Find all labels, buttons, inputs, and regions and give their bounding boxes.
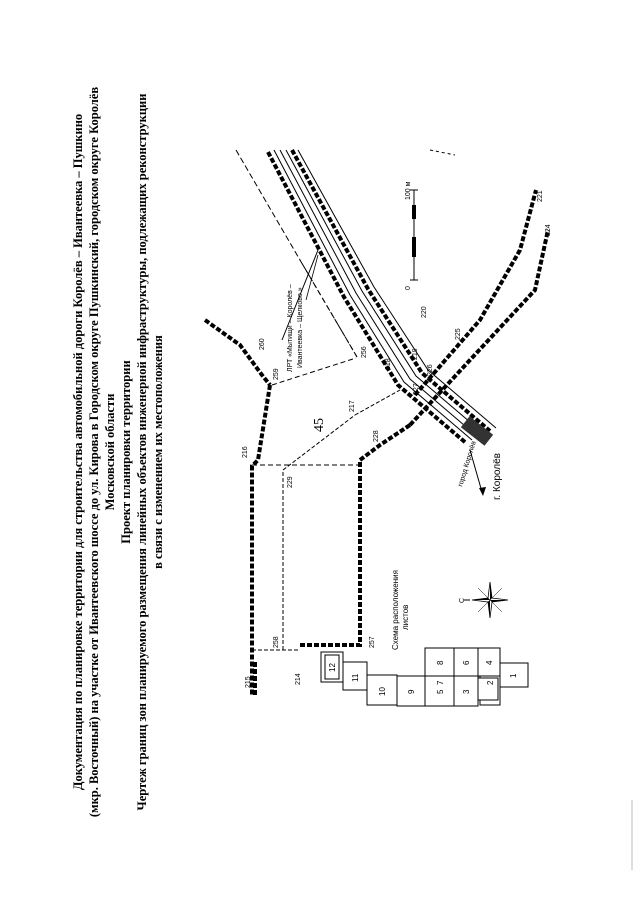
city-label: г. Королёв <box>492 453 503 500</box>
point-221: 221 <box>537 190 544 202</box>
sheet-9: 9 <box>407 689 416 694</box>
point-225: 225 <box>455 328 462 340</box>
point-228: 228 <box>373 430 380 442</box>
point-257: 257 <box>369 636 376 648</box>
point-227: 227 <box>413 383 420 395</box>
sheet-1: 1 <box>509 673 518 678</box>
point-217: 217 <box>349 400 356 412</box>
north-label: С <box>459 598 466 603</box>
sheet-11: 11 <box>351 673 360 682</box>
sheet-layout <box>320 647 529 707</box>
point-215: 215 <box>245 676 252 688</box>
sheet-2: 2 <box>486 680 495 685</box>
sheet-scheme-label-2: листов <box>401 605 410 630</box>
direction-label: город Королёв <box>457 440 478 488</box>
sheet-3: 3 <box>462 689 471 694</box>
point-218: 218 <box>385 358 392 370</box>
point-216: 216 <box>242 446 249 458</box>
scale-end: 100 м <box>405 181 412 200</box>
point-226: 226 <box>427 364 434 376</box>
point-256: 256 <box>361 346 368 358</box>
sheet-scheme-label-1: Схема расположения <box>391 570 400 650</box>
sheet-5: 5 <box>436 689 445 694</box>
point-labels: 214 215 216 217 218 219 220 221 224 225 … <box>242 190 552 688</box>
connector-lines <box>252 249 401 651</box>
point-220: 220 <box>421 306 428 318</box>
scale-zero: 0 <box>405 286 412 290</box>
railway-label-2: Ивантеевка – Щелково » <box>297 287 304 368</box>
sheet-8: 8 <box>436 660 445 665</box>
point-259: 259 <box>273 368 280 380</box>
boundary-lines <box>235 149 456 358</box>
sheet-12: 12 <box>328 663 337 672</box>
point-224: 224 <box>545 224 552 236</box>
bridge-block <box>460 416 494 446</box>
engineering-lines <box>203 189 550 695</box>
point-260: 260 <box>259 338 266 350</box>
point-258: 258 <box>273 636 280 648</box>
compass-icon: С <box>459 581 509 619</box>
sheet-10: 10 <box>378 687 387 696</box>
railway-corridor <box>266 149 497 445</box>
point-219: 219 <box>412 348 419 360</box>
sheet-6: 6 <box>462 660 471 665</box>
sheet-7: 7 <box>436 680 445 685</box>
sheet-numbers: 1 2 3 4 5 6 7 8 9 10 11 12 <box>328 660 518 696</box>
railway-label-1: ЛРТ «Мытищи – Королёв – <box>287 284 294 372</box>
direction-indicator: город Королёв <box>457 440 486 496</box>
point-229: 229 <box>287 476 294 488</box>
scale-bar: 0 100 м <box>405 181 418 290</box>
sheet-4: 4 <box>485 660 494 665</box>
point-214: 214 <box>295 673 302 685</box>
